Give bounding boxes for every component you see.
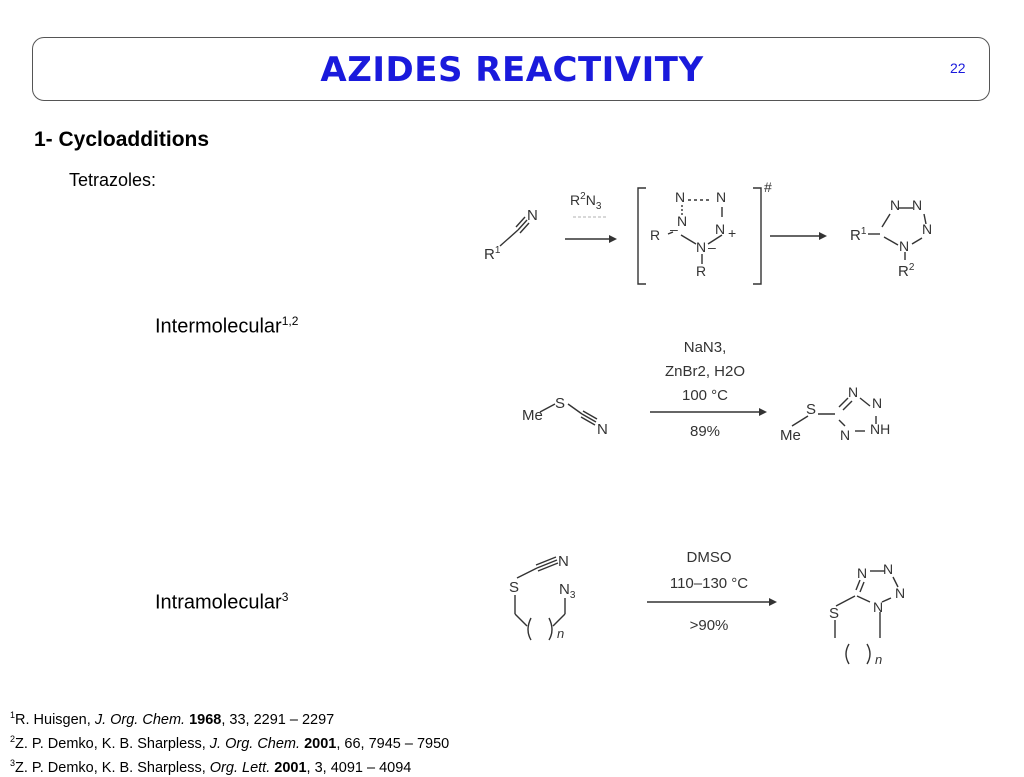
svg-text:N: N	[527, 207, 538, 224]
svg-text:N: N	[912, 197, 922, 213]
condition-line: DMSO	[687, 549, 732, 566]
svg-text:S: S	[555, 395, 565, 412]
svg-text:N3: N3	[559, 581, 576, 601]
svg-text:+: +	[728, 225, 736, 241]
scheme-intermolecular: Me S N NaN3, ZnBr2, H2O 100 °C 89% Me S …	[522, 339, 890, 444]
svg-text:n: n	[557, 626, 564, 641]
svg-text:R1: R1	[850, 226, 867, 244]
svg-text:R: R	[650, 227, 660, 243]
svg-text:N: N	[895, 585, 905, 601]
svg-text:N: N	[840, 427, 850, 443]
reference-item: 1R. Huisgen, J. Org. Chem. 1968, 33, 229…	[10, 710, 335, 728]
svg-text:R1: R1	[484, 245, 501, 263]
condition-line: 100 °C	[682, 387, 728, 404]
svg-text:–: –	[708, 239, 716, 255]
reference-item: 3Z. P. Demko, K. B. Sharpless, Org. Lett…	[10, 757, 412, 776]
svg-text:N: N	[922, 221, 932, 237]
condition-line: 110–130 °C	[670, 575, 748, 592]
svg-text:N: N	[872, 395, 882, 411]
svg-text:N: N	[715, 221, 725, 237]
svg-text:N: N	[873, 599, 883, 615]
svg-text:N: N	[848, 384, 858, 400]
condition-line: NaN3,	[684, 339, 727, 356]
references: 1R. Huisgen, J. Org. Chem. 1968, 33, 229…	[10, 706, 449, 777]
svg-text:N: N	[857, 565, 867, 581]
reaction-yield: >90%	[690, 617, 729, 634]
ts-marker: #	[764, 179, 772, 195]
intermolecular-label: Intermolecular1,2	[155, 314, 299, 338]
svg-text:N: N	[883, 561, 893, 577]
reaction-yield: 89%	[690, 423, 720, 440]
svg-text:S: S	[806, 401, 816, 418]
svg-text:NH: NH	[870, 421, 890, 437]
svg-text:N: N	[558, 553, 569, 570]
svg-text:Me: Me	[780, 427, 801, 444]
svg-text:R: R	[696, 263, 706, 279]
azide-reagent-label: R2N3	[570, 191, 602, 212]
svg-text:R2: R2	[898, 262, 915, 280]
title-box	[32, 37, 990, 101]
section-heading: 1- Cycloadditions	[34, 128, 210, 151]
svg-text:–: –	[670, 221, 678, 237]
scheme-intramolecular: S N N3 n DMSO 110–130 °C >90% N N N N S …	[509, 549, 905, 667]
reference-item: 2Z. P. Demko, K. B. Sharpless, J. Org. C…	[10, 733, 450, 752]
svg-text:N: N	[696, 239, 706, 255]
intramolecular-label: Intramolecular3	[155, 590, 289, 614]
svg-text:N: N	[716, 189, 726, 205]
svg-text:n: n	[875, 652, 882, 667]
svg-text:Me: Me	[522, 407, 543, 424]
condition-line: ZnBr2, H2O	[665, 363, 745, 380]
svg-text:N: N	[677, 213, 687, 229]
svg-text:N: N	[890, 197, 900, 213]
svg-text:S: S	[509, 579, 519, 596]
svg-text:S: S	[829, 605, 839, 622]
slide-title: AZIDES REACTIVITY	[320, 50, 704, 90]
scheme-tetrazole-mechanism: R1 N R2N3 N N N N + R – N – R # R1 N N N…	[484, 179, 932, 285]
subheading: Tetrazoles:	[69, 170, 157, 190]
svg-text:N: N	[675, 189, 685, 205]
svg-text:N: N	[597, 421, 608, 438]
svg-text:N: N	[899, 238, 909, 254]
page-number: 22	[950, 60, 966, 76]
